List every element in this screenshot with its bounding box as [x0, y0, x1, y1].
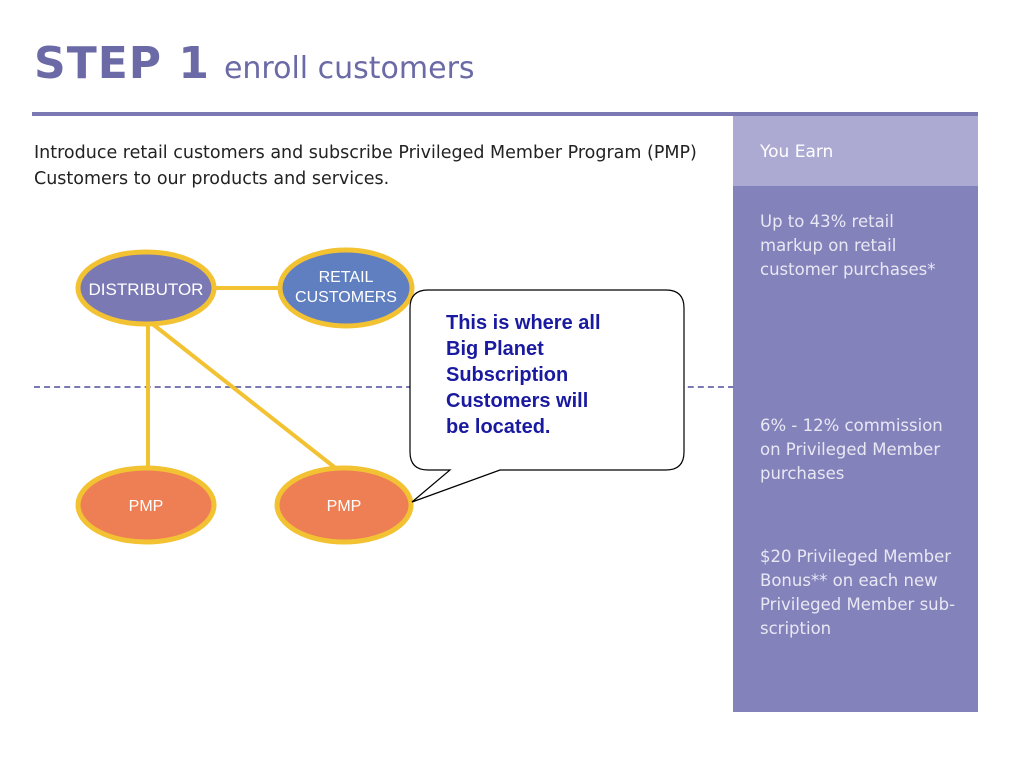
earn-line: on Privileged Member: [760, 440, 941, 459]
intro-line: Customers to our products and services.: [34, 169, 390, 189]
step-subtitle: enroll customers: [223, 51, 475, 86]
earn-line: 6% - 12% commission: [760, 416, 943, 435]
retail-label-line2: CUSTOMERS: [295, 289, 397, 306]
pmp-left-label: PMP: [129, 498, 164, 515]
callout-line: Big Planet: [446, 338, 544, 360]
earn-bonus: $20 Privileged Member Bonus** on each ne…: [760, 545, 965, 641]
callout-line: Customers will: [446, 390, 589, 412]
earn-line: customer purchases*: [760, 260, 936, 279]
earn-line: purchases: [760, 464, 845, 483]
earn-line: $20 Privileged Member: [760, 547, 952, 566]
callout-line: be located.: [446, 416, 551, 438]
connector-distributor-pmp-right: [148, 320, 340, 472]
step-label: STEP 1: [34, 38, 210, 89]
earn-line: scription: [760, 619, 832, 638]
callout-line: This is where all: [446, 312, 601, 334]
title-divider: [32, 112, 978, 116]
pmp-right-node: [274, 465, 414, 545]
callout-bubble: [409, 289, 685, 503]
distributor-node: [75, 249, 217, 327]
you-earn-header: You Earn: [733, 116, 978, 186]
earn-commission: 6% - 12% commission on Privileged Member…: [760, 414, 965, 486]
distributor-label: DISTRIBUTOR: [89, 280, 204, 299]
slide-title: STEP 1 enroll customers: [34, 38, 475, 89]
callout-line: Subscription: [446, 364, 569, 386]
you-earn-heading: You Earn: [760, 142, 834, 162]
pmp-right-label: PMP: [327, 498, 362, 515]
earn-retail-markup: Up to 43% retail markup on retail custom…: [760, 210, 965, 282]
earn-line: Up to 43% retail: [760, 212, 894, 231]
intro-line: Introduce retail customers and subscribe…: [34, 143, 697, 163]
earn-line: Privileged Member sub-: [760, 595, 956, 614]
retail-label-line1: RETAIL: [319, 269, 374, 286]
intro-text: Introduce retail customers and subscribe…: [34, 140, 714, 192]
earn-line: markup on retail: [760, 236, 897, 255]
earn-line: Bonus** on each new: [760, 571, 938, 590]
callout-text: This is where all Big Planet Subscriptio…: [446, 310, 666, 440]
dashed-separator: [34, 386, 734, 388]
pmp-left-node: [75, 465, 217, 545]
retail-customers-node: [277, 247, 415, 329]
you-earn-panel: You Earn Up to 43% retail markup on reta…: [733, 116, 978, 712]
